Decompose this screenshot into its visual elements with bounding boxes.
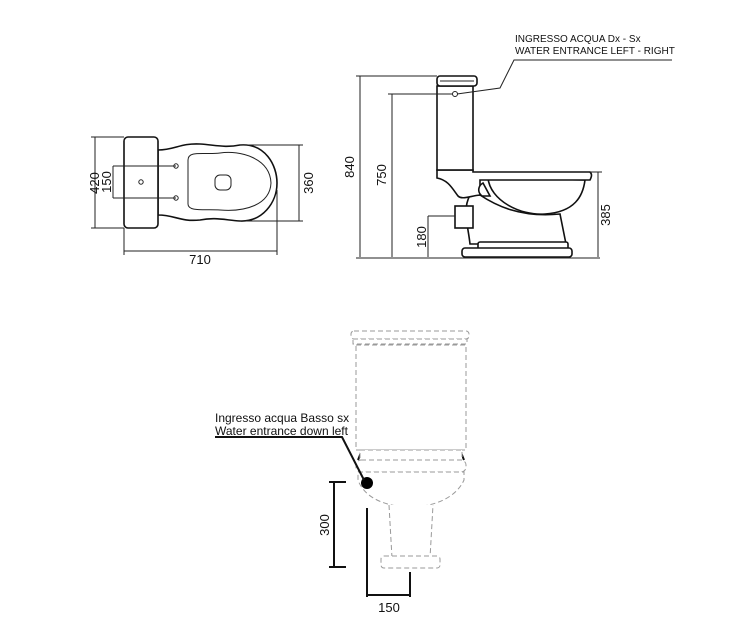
inlet-leader (456, 59, 672, 95)
inlet-label-it: INGRESSO ACQUA Dx - Sx (515, 34, 641, 45)
bowl-front (357, 471, 465, 508)
tank-hole (138, 179, 144, 185)
pedestal-front (388, 504, 434, 559)
lid-band (352, 338, 468, 345)
inlet-label-en-front: Water entrance down left (215, 424, 349, 438)
side-view: INGRESSO ACQUA Dx - Sx WATER ENTRANCE LE… (342, 34, 675, 259)
dim-360: 360 (301, 172, 316, 194)
dim-180: 180 (414, 226, 429, 248)
inlet-label-it-front: Ingresso acqua Basso sx (215, 411, 349, 425)
dim-420: 420 (87, 172, 102, 194)
bowl-side (487, 177, 586, 215)
outlet-spigot (454, 205, 474, 229)
plan-view: 420 150 360 710 (87, 136, 316, 267)
inlet-leader-front (215, 436, 365, 481)
tank-front (355, 344, 467, 451)
dim-line-385 (590, 171, 602, 257)
dim-385: 385 (598, 204, 613, 226)
front-view: Ingresso acqua Basso sx Water entrance d… (215, 330, 470, 615)
dim-710: 710 (189, 252, 211, 267)
dim-line-300 (329, 481, 346, 568)
dim-line-180 (427, 215, 455, 257)
base-front (380, 555, 441, 569)
band-1 (359, 449, 463, 461)
band-2 (355, 459, 467, 473)
dim-line-150 (112, 165, 176, 199)
tank-base-side (436, 169, 593, 199)
dim-line-750 (388, 93, 452, 257)
bowl-flange (477, 181, 492, 197)
tank-lid-front (350, 330, 470, 340)
dim-line-840 (356, 75, 437, 257)
dim-line-710 (123, 190, 278, 255)
dim-750: 750 (374, 164, 389, 186)
drain-outline (214, 174, 232, 191)
dim-840: 840 (342, 156, 357, 178)
dim-line-360 (240, 144, 303, 222)
base-side (461, 247, 573, 258)
seat-opening (187, 151, 272, 211)
tank-plan (123, 136, 159, 229)
inlet-label-en: WATER ENTRANCE LEFT - RIGHT (515, 46, 675, 57)
dim-line-150-front (366, 508, 411, 597)
dim-150-front: 150 (378, 600, 400, 615)
dim-line-420 (91, 136, 124, 229)
tank-side (436, 85, 474, 171)
dim-300: 300 (317, 514, 332, 536)
dim-150-plan: 150 (99, 171, 114, 193)
